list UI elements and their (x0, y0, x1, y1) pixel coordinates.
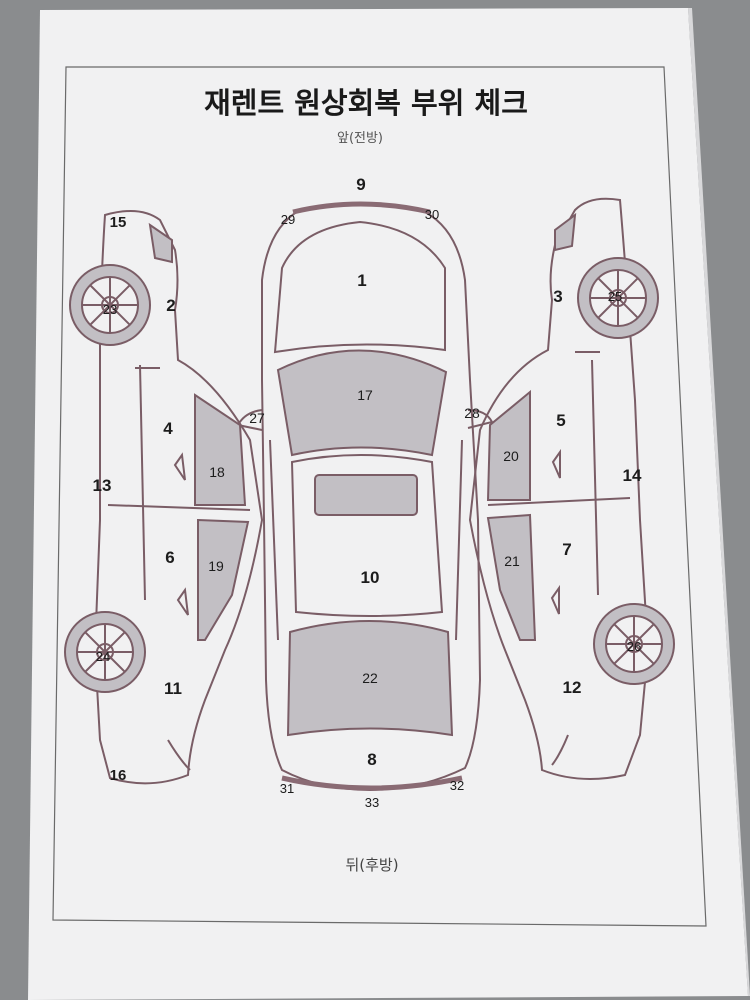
paper-shadow (688, 8, 750, 996)
part-number: 28 (464, 405, 480, 421)
part-number: 26 (627, 639, 641, 654)
rear-glass-area (286, 620, 454, 737)
right-front-window (486, 389, 531, 501)
front-label: 앞(전방) (337, 131, 383, 146)
car-right-side-view (468, 197, 675, 780)
sheet-border (52, 66, 707, 927)
part-number: 8 (367, 750, 376, 769)
part-number: 19 (208, 558, 224, 574)
part-number: 15 (110, 214, 127, 231)
part-number: 27 (249, 410, 265, 426)
right-rear-window (486, 513, 537, 641)
left-rear-window (197, 518, 250, 641)
part-number: 9 (356, 175, 365, 194)
car-left-side-view (64, 210, 264, 785)
part-number: 24 (96, 649, 110, 664)
part-number: 13 (93, 476, 112, 495)
rear-label: 뒤(후방) (345, 856, 398, 874)
part-number: 23 (103, 302, 117, 317)
part-number: 33 (365, 795, 379, 810)
part-number: 4 (163, 419, 173, 438)
left-front-window (194, 393, 247, 506)
part-number: 18 (209, 464, 225, 480)
part-number: 10 (361, 568, 380, 587)
part-number: 20 (503, 448, 519, 464)
part-number: 29 (281, 212, 295, 227)
part-number: 21 (504, 553, 520, 569)
part-number: 11 (164, 679, 182, 698)
part-number: 3 (553, 287, 562, 306)
windshield-area (276, 349, 448, 457)
part-number: 25 (608, 289, 622, 304)
part-number: 30 (425, 207, 439, 222)
car-top-view (236, 201, 494, 792)
part-number: 2 (166, 296, 175, 315)
sheet-title: 재렌트 원상회복 부위 체크 (204, 86, 528, 120)
part-number: 6 (165, 548, 174, 567)
sunroof-area (314, 474, 418, 516)
part-number: 1 (357, 271, 366, 290)
part-number: 7 (562, 540, 571, 559)
part-number: 31 (280, 781, 294, 796)
part-number: 17 (357, 387, 373, 403)
part-number: 32 (450, 778, 464, 793)
part-number: 5 (556, 411, 565, 430)
part-numbers: 1 2 3 4 5 6 7 8 9 10 11 12 13 14 15 16 1… (93, 175, 642, 810)
part-number: 22 (362, 670, 378, 686)
part-number: 14 (623, 466, 642, 485)
part-number: 16 (110, 767, 127, 784)
part-number: 12 (563, 678, 582, 697)
